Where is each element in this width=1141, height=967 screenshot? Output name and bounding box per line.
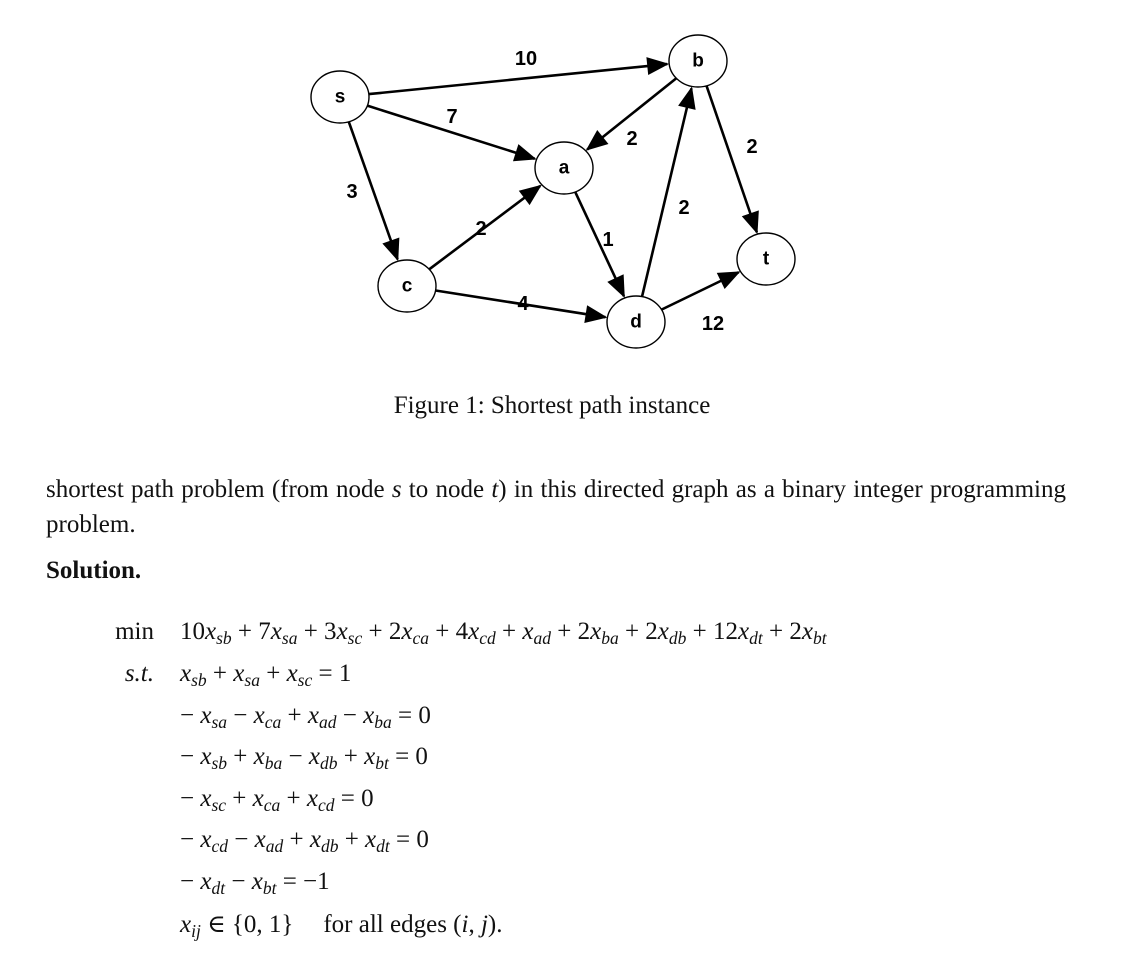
var-s: s <box>391 476 402 503</box>
arrowhead-s-a <box>512 144 537 162</box>
node-circle-c <box>377 259 437 313</box>
solution-heading: Solution. <box>46 557 142 584</box>
edge-weight-b-t: 2 <box>746 136 757 158</box>
node-circle-d <box>606 295 666 349</box>
node-circle-b <box>668 34 728 88</box>
node-c: c <box>377 259 437 313</box>
figure-caption: Figure 1: Shortest path instance <box>393 392 711 419</box>
node-circle-a <box>534 141 594 195</box>
constraint-2: − xsa − xca + xad − xba = 0 <box>180 702 431 732</box>
arrowhead-d-t <box>716 271 741 290</box>
node-d: d <box>606 295 666 349</box>
edge-s-c <box>347 121 399 260</box>
node-label-a: a <box>559 158 570 179</box>
arrowhead-s-c <box>382 237 400 262</box>
edge-weight-a-d: 1 <box>602 229 613 251</box>
edge-weight-c-d: 4 <box>517 293 529 315</box>
arrowhead-b-a <box>585 129 609 151</box>
node-a: a <box>534 141 594 195</box>
var-t: t <box>491 476 499 503</box>
edge-weight-b-a: 2 <box>626 128 637 150</box>
arrowhead-b-t <box>741 210 759 235</box>
binary-domain: xij ∈ {0, 1} <box>180 911 294 941</box>
node-b: b <box>668 34 728 88</box>
objective-expression: 10xsb + 7xsa + 3xsc + 2xca + 4xcd + xad … <box>180 618 827 648</box>
constraint-5: − xcd − xad + xdb + xdt = 0 <box>180 826 429 856</box>
edge-s-b <box>368 62 668 96</box>
prose-part-1: shortest path problem (from node <box>46 476 392 503</box>
edge-weight-c-a: 2 <box>475 218 486 240</box>
edge-b-t <box>705 85 759 233</box>
node-label-d: d <box>630 312 642 333</box>
node-label-b: b <box>692 51 704 72</box>
prose-part-2: to node <box>401 476 492 503</box>
constraint-1: xsb + xsa + xsc = 1 <box>180 660 352 690</box>
node-label-t: t <box>763 249 770 270</box>
node-label-s: s <box>335 87 346 108</box>
arrowhead-c-d <box>584 305 608 323</box>
edge-d-b <box>640 88 693 297</box>
min-label: min <box>115 618 154 645</box>
node-s: s <box>310 70 370 124</box>
edge-weight-s-a: 7 <box>446 106 457 128</box>
constraint-6: − xdt − xbt = −1 <box>180 868 330 898</box>
domain-note: for all edges (i, j). <box>323 911 503 938</box>
arrowhead-d-b <box>678 86 696 110</box>
edge-weight-d-b: 2 <box>678 197 689 219</box>
edge-s-a <box>366 104 536 160</box>
arrowhead-s-b <box>646 57 670 76</box>
edge-c-d <box>435 289 606 319</box>
node-circle-s <box>310 70 370 124</box>
edge-weight-d-t: 12 <box>702 313 724 335</box>
edge-weight-s-c: 3 <box>346 181 357 203</box>
st-label: s.t. <box>124 660 154 687</box>
prose-part-3: ) in this directed graph as a binary int… <box>46 476 1066 538</box>
node-t: t <box>736 232 796 286</box>
arrowhead-c-a <box>518 184 542 206</box>
node-label-c: c <box>402 276 413 297</box>
node-circle-t <box>736 232 796 286</box>
domain-expression: xij ∈ {0, 1} for all edges (i, j). <box>180 909 503 941</box>
nodes-layer: s b a c d t <box>310 34 796 349</box>
edge-c-a <box>428 184 541 271</box>
problem-statement: shortest path problem (from node s to no… <box>46 472 1066 542</box>
constraint-4: − xsc + xca + xcd = 0 <box>180 785 374 815</box>
arrowhead-a-d <box>607 274 625 299</box>
edge-weight-s-b: 10 <box>515 48 537 70</box>
constraint-3: − xsb + xba − xdb + xbt = 0 <box>180 743 428 773</box>
